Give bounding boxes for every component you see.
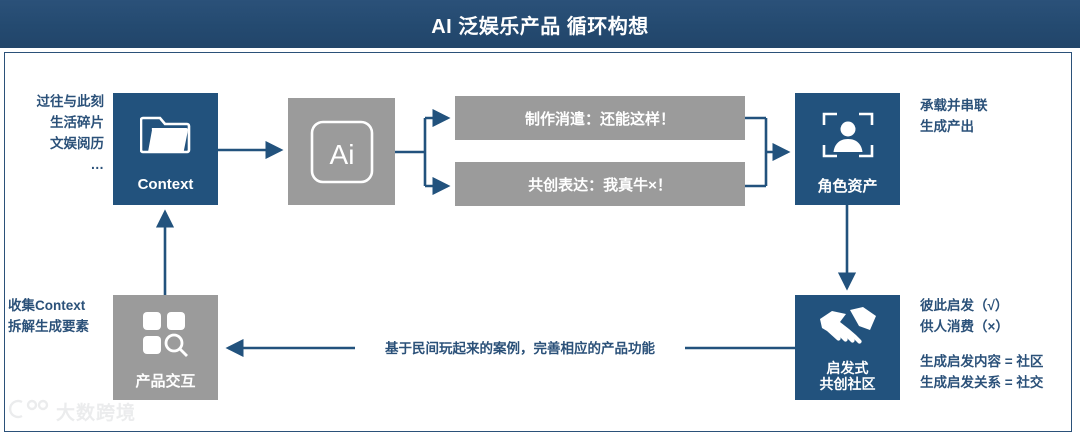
folder-icon [113, 93, 218, 176]
node-caption: 启发式 共创社区 [819, 359, 876, 392]
ai-square-icon: Ai [288, 98, 395, 205]
title-bar: AI 泛娱乐产品 循环构想 [0, 0, 1080, 48]
annotation-left-top: 过往与此刻 生活碎片 文娱阅历 … [36, 94, 105, 172]
grid-search-icon [113, 295, 218, 373]
bar-make-entertain[interactable]: 制作消遣：还能这样！ [455, 96, 745, 140]
node-role-asset[interactable]: 角色资产 [795, 93, 900, 205]
svg-text:Ai: Ai [329, 139, 354, 170]
node-caption: 角色资产 [817, 177, 878, 195]
annotation-right-top: 承载并串联 生成产出 [920, 98, 988, 134]
feedback-arrow-label: 基于民间玩起来的案例，完善相应的产品功能 [355, 341, 685, 357]
annotation-right-bottom-lower: 生成启发内容 = 社区 生成启发关系 = 社交 [920, 354, 1044, 390]
node-ai[interactable]: Ai [288, 98, 395, 205]
node-community[interactable]: 启发式 共创社区 [795, 295, 900, 400]
bar-co-create[interactable]: 共创表达：我真牛×！ [455, 162, 745, 206]
node-product-interaction[interactable]: 产品交互 [113, 295, 218, 400]
watermark: 大数跨境 [8, 398, 136, 425]
annotation-right-bottom-upper: 彼此启发（√） 供人消费（×） [920, 298, 1009, 334]
node-context[interactable]: Context [113, 93, 218, 205]
handshake-icon [795, 295, 900, 360]
node-caption: 产品交互 [135, 372, 196, 390]
watermark-text: 大数跨境 [56, 403, 137, 424]
annotation-left-bottom: 收集Context 拆解生成要素 [8, 298, 89, 334]
page-title: AI 泛娱乐产品 循环构想 [431, 15, 649, 38]
person-frame-icon [795, 93, 900, 178]
node-caption: Context [137, 175, 194, 193]
watermark-logo-icon [8, 398, 50, 425]
